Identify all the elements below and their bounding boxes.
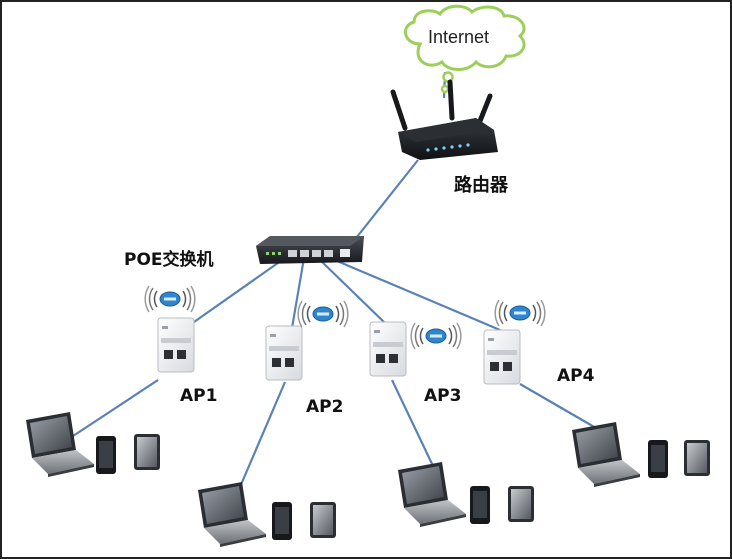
ap1-wifi-icon [144,285,196,313]
ap1-laptop-icon [26,412,94,477]
router [390,79,498,160]
poe-switch [256,236,364,264]
ap4-tablet-icon [684,440,710,476]
ap1-tablet-icon [134,434,160,470]
ap1-unit [157,317,195,373]
link-switch-ap4 [329,256,501,332]
ap3-phone-icon [470,486,490,524]
ap4-laptop-icon [572,422,640,487]
ap2-phone-icon [272,502,292,540]
internet-label: Internet [428,27,490,47]
ap1-label: AP1 [180,386,218,406]
ap2-wifi-icon [297,300,349,328]
router-antenna-left [390,89,408,131]
cloud-icon [404,4,526,71]
ap4-wifi-icon [494,299,546,327]
link-ap1-clients [69,379,159,439]
switch-ports [288,249,350,257]
internet-cloud [404,4,526,94]
link-ap2-clients [238,381,287,488]
ap2-label: AP2 [306,397,344,417]
router-status-lights [426,143,470,152]
ap3-unit [369,321,407,377]
ap3-label: AP3 [424,386,462,406]
switch-label: POE交换机 [124,250,214,270]
cloud-puff-small [440,84,450,94]
link-ap3-clients [391,379,435,469]
ap3-laptop-icon [398,462,466,527]
link-switch-ap2 [290,257,306,329]
ap2-laptop-icon [198,482,266,547]
ap3-wifi-icon [410,322,462,350]
router-antenna-middle [447,79,455,121]
ap2-tablet-icon [310,502,336,538]
ap4-unit [483,329,521,385]
link-switch-ap3 [317,257,387,325]
link-switch-ap1 [193,257,286,323]
ap4-phone-icon [648,440,668,478]
switch-leds [266,252,281,255]
ap1-phone-icon [96,436,116,474]
links [69,71,597,488]
router-label: 路由器 [454,175,508,196]
ap4-label: AP4 [557,366,595,386]
ap3-tablet-icon [508,486,534,522]
router-top [398,118,494,142]
link-ap4-clients [519,383,597,429]
switch-top [256,236,364,246]
ap2-unit [265,325,303,381]
